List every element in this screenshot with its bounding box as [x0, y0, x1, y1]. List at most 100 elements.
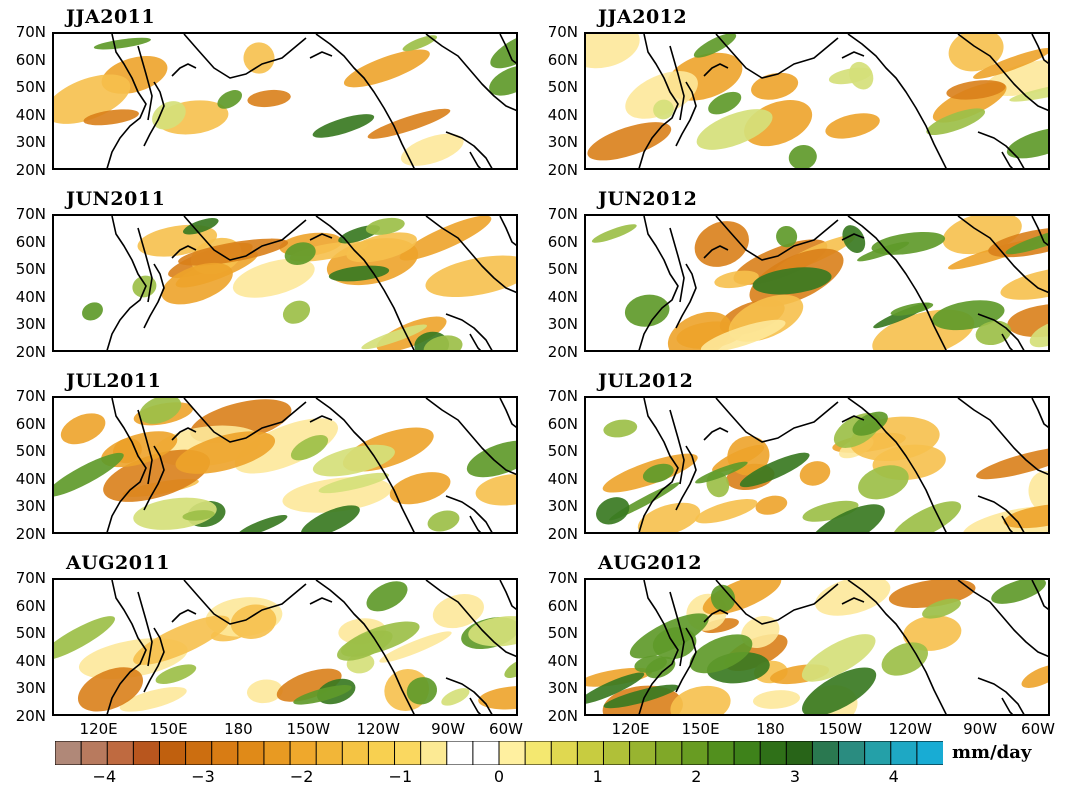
latitude-label: 40N	[15, 651, 46, 670]
coastline	[183, 398, 307, 443]
wet-anomaly-region	[689, 634, 753, 674]
panel-title: JUN2012	[598, 188, 698, 210]
latitude-label: 50N	[15, 442, 46, 461]
map-panel	[52, 214, 518, 352]
dry-anomaly-region	[54, 74, 131, 124]
wet-anomaly-region	[752, 267, 832, 295]
coastline	[957, 216, 1048, 294]
coastline	[445, 131, 493, 168]
coastline	[137, 591, 153, 667]
coastline	[847, 34, 947, 168]
wet-anomaly-region	[801, 634, 876, 682]
colorbar-swatch	[106, 741, 135, 765]
dry-anomaly-region	[903, 615, 962, 651]
coastline	[171, 245, 197, 259]
wet-anomaly-region	[645, 656, 676, 679]
anomaly-map	[586, 580, 1048, 714]
latitude-label: 40N	[547, 651, 578, 670]
wet-anomaly-region	[328, 265, 390, 282]
dry-anomaly-region	[586, 34, 640, 69]
dry-anomaly-region	[175, 431, 276, 474]
dry-anomaly-region	[948, 34, 1004, 72]
colorbar-tick-label: 1	[592, 767, 603, 786]
wet-anomaly-region	[312, 114, 375, 138]
latitude-label: 70N	[547, 387, 578, 405]
dry-anomaly-region	[587, 122, 672, 161]
coastline	[143, 263, 165, 329]
coastline	[841, 51, 865, 59]
colorbar-tick-label: −1	[388, 767, 413, 786]
colorbar-swatch	[524, 741, 553, 765]
longitude-label: 90W	[431, 720, 466, 738]
wet-anomaly-region	[183, 218, 219, 235]
coastline	[309, 51, 333, 59]
wet-anomaly-region	[586, 672, 645, 705]
wet-anomaly-region	[441, 688, 470, 706]
latitude-label: 60N	[547, 596, 578, 615]
dry-anomaly-region	[379, 631, 452, 663]
wet-anomaly-region	[293, 685, 352, 705]
anomaly-map	[54, 34, 516, 168]
coastline	[669, 45, 685, 121]
wet-anomaly-region	[890, 302, 934, 316]
wet-anomaly-region	[54, 452, 124, 497]
colorbar-swatch	[420, 741, 448, 765]
wet-anomaly-region	[603, 419, 638, 438]
longitude-label: 150E	[681, 720, 720, 738]
colorbar-swatch	[629, 741, 657, 765]
coastline	[675, 263, 697, 329]
coastline	[703, 609, 729, 623]
longitude-label: 180	[756, 720, 785, 738]
dry-anomaly-region	[670, 685, 731, 714]
latitude-label: 40N	[15, 469, 46, 488]
wet-anomaly-region	[653, 99, 674, 120]
coastline	[638, 580, 679, 714]
wet-anomaly-region	[926, 108, 986, 136]
coastline	[315, 580, 415, 714]
dry-anomaly-region	[976, 446, 1048, 480]
latitude-label: 60N	[547, 50, 578, 69]
coastline	[106, 398, 147, 532]
map-panel	[52, 578, 518, 716]
coastline	[977, 677, 1025, 714]
wet-anomaly-region	[182, 510, 215, 521]
wet-anomaly-region	[290, 435, 329, 461]
dry-anomaly-region	[60, 413, 106, 445]
dry-anomaly-region	[400, 133, 464, 166]
dry-anomaly-region	[343, 49, 430, 88]
map-panel	[52, 32, 518, 170]
wet-anomaly-region	[591, 224, 637, 243]
anomaly-map	[596, 398, 1048, 532]
wet-anomaly-region	[603, 684, 679, 709]
colorbar-swatch	[394, 741, 422, 765]
coastline	[977, 131, 1025, 168]
colorbar-swatch	[811, 741, 840, 765]
coastline	[669, 409, 685, 485]
wet-anomaly-region	[1009, 81, 1048, 102]
dry-anomaly-region	[346, 232, 417, 263]
dry-anomaly-region	[755, 495, 788, 515]
panel-title: AUG2012	[598, 552, 702, 574]
dry-anomaly-region	[1000, 266, 1048, 300]
colorbar-swatch	[55, 741, 83, 765]
dry-anomaly-region	[77, 667, 144, 712]
colorbar-swatch	[498, 741, 527, 765]
wet-anomaly-region	[892, 501, 962, 532]
wet-anomaly-region	[93, 37, 151, 50]
latitude-label: 30N	[15, 679, 46, 698]
wet-anomaly-region	[217, 90, 243, 109]
coastline	[977, 313, 1025, 350]
colorbar-swatch	[655, 741, 683, 765]
coastline	[715, 580, 839, 625]
dry-anomaly-region	[714, 270, 759, 289]
panel-title: JJA2012	[598, 6, 688, 28]
anomaly-map	[591, 216, 1048, 350]
latitude-label: 70N	[15, 569, 46, 587]
coastline	[847, 398, 947, 532]
coastline	[1031, 398, 1048, 428]
wet-anomaly-region	[282, 300, 311, 324]
longitude-label: 120W	[356, 720, 400, 738]
coastline	[715, 34, 839, 79]
map-panel	[584, 396, 1050, 534]
